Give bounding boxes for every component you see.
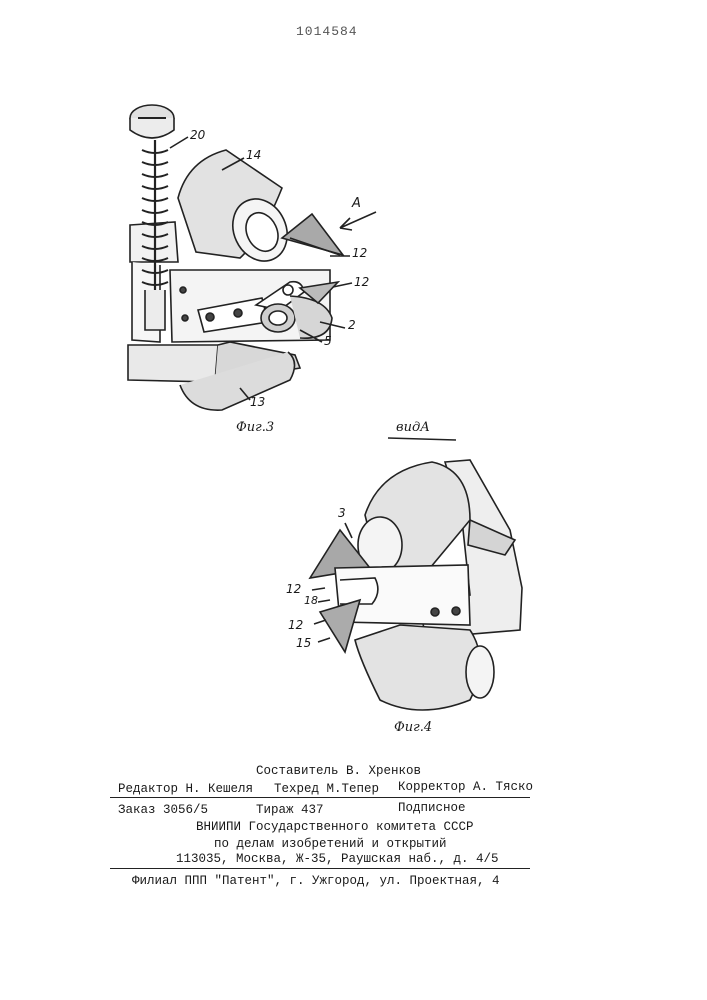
imprint-rule-top — [110, 797, 530, 798]
imprint-subscription: Подписное — [398, 801, 466, 815]
imprint-circulation: Тираж 437 — [256, 803, 324, 817]
fig4-view-label: видА — [396, 420, 430, 435]
imprint-address: 113035, Москва, Ж-35, Раушская наб., д. … — [176, 852, 499, 866]
fig4-label-15: 15 — [296, 636, 311, 650]
fig4-label-12-upper: 12 — [286, 582, 301, 596]
imprint-order: Заказ 3056/5 — [118, 803, 208, 817]
imprint-org-line2: по делам изобретений и открытий — [214, 837, 447, 851]
fig4-caption: Фиг.4 — [394, 720, 432, 735]
fig4-label-12-lower: 12 — [288, 618, 303, 632]
fig4-label-3: 3 — [338, 506, 346, 520]
imprint-branch: Филиал ППП "Патент", г. Ужгород, ул. Про… — [132, 874, 500, 888]
imprint-org-line1: ВНИИПИ Государственного комитета СССР — [196, 820, 474, 834]
imprint-corrector: Корректор А. Тяско — [398, 780, 533, 794]
imprint-rule-bottom — [110, 868, 530, 869]
fig4-label-18: 18 — [304, 594, 318, 607]
imprint-techred: Техред М.Тепер — [274, 782, 379, 796]
imprint-editor: Редактор Н. Кешеля — [118, 782, 253, 796]
imprint-compiler: Составитель В. Хренков — [256, 764, 421, 778]
